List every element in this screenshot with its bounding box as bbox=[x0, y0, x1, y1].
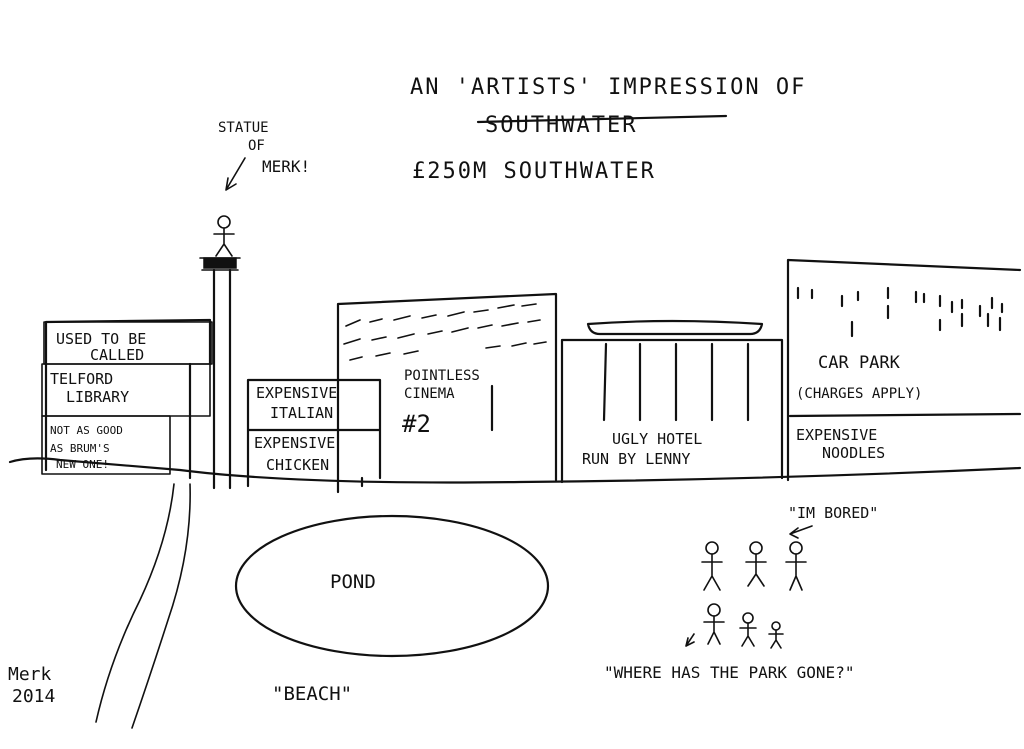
cinema-line1: POINTLESS bbox=[404, 368, 480, 384]
noodles-line2: NOODLES bbox=[822, 444, 885, 462]
title-struck-word: SOUTHWATER bbox=[485, 113, 637, 138]
hotel-line1: UGLY HOTEL bbox=[612, 430, 702, 448]
title-line1: AN 'ARTISTS' IMPRESSION OF bbox=[410, 75, 806, 100]
statue-label-line1: STATUE bbox=[218, 120, 269, 136]
hotel-line2: RUN BY LENNY bbox=[582, 450, 690, 468]
signature-name: Merk bbox=[8, 664, 52, 685]
library-sign-line6: AS BRUM'S bbox=[50, 442, 110, 455]
library-sign-line1: USED TO BE bbox=[56, 330, 146, 348]
italian-line2: ITALIAN bbox=[270, 404, 333, 422]
statue-label: STATUE OF MERK! bbox=[218, 120, 310, 191]
library-sign-line5: NOT AS GOOD bbox=[50, 424, 123, 437]
ground-line bbox=[8, 457, 1022, 484]
restaurant-block: EXPENSIVE ITALIAN EXPENSIVE CHICKEN bbox=[246, 378, 382, 488]
park-gone-label: "WHERE HAS THE PARK GONE?" bbox=[604, 663, 854, 682]
chicken-line2: CHICKEN bbox=[266, 456, 329, 474]
cinema-line2: CINEMA bbox=[404, 386, 455, 402]
carpark-building: CAR PARK (CHARGES APPLY) EXPENSIVE NOODL… bbox=[786, 258, 1022, 482]
river-path bbox=[95, 483, 191, 729]
library-sign-line2: CALLED bbox=[90, 346, 144, 364]
cinema-building: POINTLESS CINEMA #2 bbox=[336, 292, 558, 494]
pond-label: POND bbox=[330, 571, 376, 593]
library-sign-line7: NEW ONE! bbox=[56, 458, 109, 471]
noodles-line1: EXPENSIVE bbox=[796, 426, 877, 444]
bored-arrow-icon bbox=[789, 525, 813, 539]
italian-line1: EXPENSIVE bbox=[256, 384, 337, 402]
hotel-building: UGLY HOTEL RUN BY LENNY bbox=[560, 319, 784, 484]
statue-label-line3: MERK! bbox=[262, 157, 310, 176]
library-sign-line4: LIBRARY bbox=[66, 388, 129, 406]
chicken-line1: EXPENSIVE bbox=[254, 434, 335, 452]
beach-label: "BEACH" bbox=[272, 683, 352, 705]
bored-label: "IM BORED" bbox=[788, 504, 878, 522]
signature-year: 2014 bbox=[12, 686, 55, 707]
library-sign-line3: TELFORD bbox=[50, 370, 113, 388]
title-block: AN 'ARTISTS' IMPRESSION OF SOUTHWATER £2… bbox=[410, 75, 806, 184]
pond: POND bbox=[234, 514, 550, 658]
statue-arrow-icon bbox=[225, 157, 246, 191]
cinema-line3: #2 bbox=[402, 410, 431, 438]
title-strikethrough bbox=[476, 114, 728, 124]
stick-figures bbox=[685, 541, 807, 649]
statue-of-merk bbox=[199, 215, 241, 490]
title-line3: £250M SOUTHWATER bbox=[412, 159, 656, 184]
statue-label-line2: OF bbox=[248, 138, 265, 154]
carpark-line2: (CHARGES APPLY) bbox=[796, 386, 922, 402]
carpark-line1: CAR PARK bbox=[818, 353, 901, 373]
library-building: USED TO BE CALLED TELFORD LIBRARY NOT AS… bbox=[41, 318, 213, 480]
